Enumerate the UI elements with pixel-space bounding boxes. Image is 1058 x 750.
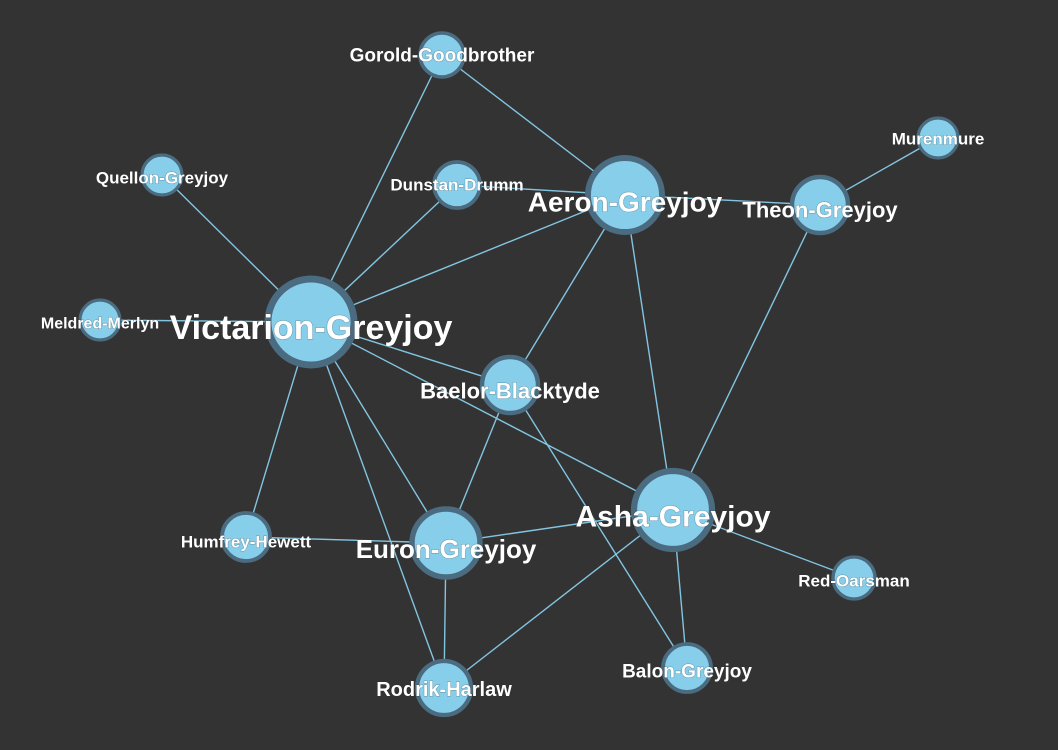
node-balon[interactable]	[661, 642, 713, 694]
node-label-theon: Theon-Greyjoy	[742, 198, 898, 223]
node-label-aeron: Aeron-Greyjoy	[528, 187, 723, 218]
node-meldred[interactable]	[78, 298, 122, 342]
node-label-dunstan: Dunstan-Drumm	[390, 176, 523, 195]
edge-theon-asha	[672, 204, 821, 511]
edge-baelor-balon	[509, 384, 688, 669]
edge-victarion-asha	[310, 321, 674, 511]
edge-victarion-rodrik	[310, 321, 445, 689]
node-label-victarion: Victarion-Greyjoy	[170, 309, 453, 347]
node-label-asha: Asha-Greyjoy	[575, 501, 770, 534]
edge-aeron-victarion	[310, 194, 626, 323]
edges-layer	[99, 54, 939, 689]
node-quellon[interactable]	[140, 153, 184, 197]
node-red[interactable]	[831, 555, 877, 601]
edge-gorold-victarion	[310, 54, 443, 323]
node-label-murenmure: Murenmure	[892, 130, 985, 149]
node-label-rodrik: Rodrik-Harlaw	[376, 679, 512, 701]
node-gorold[interactable]	[418, 31, 466, 79]
node-label-humfrey: Humfrey-Hewett	[181, 533, 312, 552]
nodes-layer	[78, 31, 960, 718]
edge-asha-rodrik	[443, 509, 674, 689]
node-asha[interactable]	[630, 467, 716, 553]
node-baelor[interactable]	[479, 354, 541, 416]
node-euron[interactable]	[409, 506, 483, 580]
node-theon[interactable]	[789, 174, 851, 236]
edge-aeron-asha	[624, 194, 674, 511]
node-label-gorold: Gorold-Goodbrother	[350, 46, 535, 67]
node-rodrik[interactable]	[414, 658, 474, 718]
node-label-euron: Euron-Greyjoy	[356, 534, 537, 564]
node-aeron[interactable]	[585, 155, 665, 235]
node-humfrey[interactable]	[220, 511, 272, 563]
node-label-quellon: Quellon-Greyjoy	[96, 169, 229, 188]
node-label-baelor: Baelor-Blacktyde	[420, 379, 600, 404]
node-murenmure[interactable]	[916, 116, 960, 160]
node-label-meldred: Meldred-Merlyn	[41, 316, 159, 333]
node-label-balon: Balon-Greyjoy	[622, 662, 752, 683]
node-dunstan[interactable]	[432, 160, 482, 210]
node-label-red: Red-Oarsman	[798, 572, 909, 591]
node-victarion[interactable]	[264, 275, 358, 369]
